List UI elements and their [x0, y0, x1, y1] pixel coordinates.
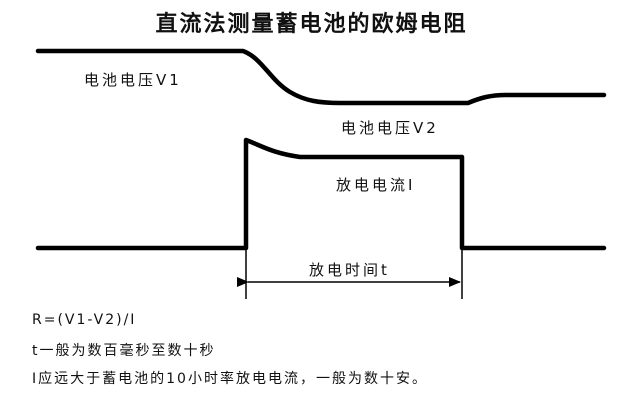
voltage-waveform: [35, 48, 607, 106]
label-v2: 电池电压V2: [341, 119, 439, 137]
diagram-title: 直流法测量蓄电池的欧姆电阻: [155, 11, 468, 37]
label-v1: 电池电压V1: [84, 71, 182, 89]
note-duration: t一般为数百毫秒至数十秒: [32, 343, 216, 359]
current-waveform: [35, 137, 607, 251]
label-current: 放电电流I: [336, 176, 416, 194]
label-time: 放电时间t: [309, 261, 390, 279]
note-formula: R=(V1-V2)/I: [32, 312, 137, 328]
note-current: I应远大于蓄电池的10小时率放电电流，一般为数十安。: [32, 371, 428, 387]
